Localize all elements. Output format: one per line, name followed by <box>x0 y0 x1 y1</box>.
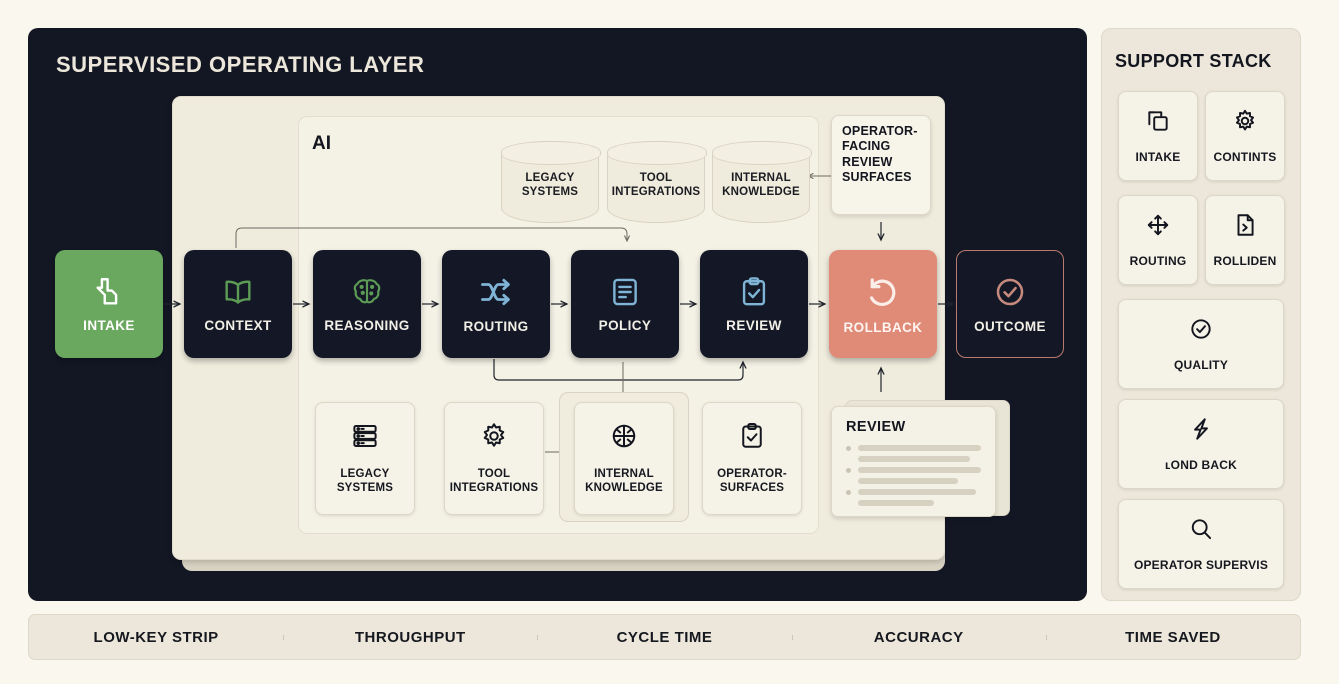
metric-cell-throughput[interactable]: THROUGHPUT <box>283 629 537 646</box>
support-tile-operator-supervis[interactable]: OPERATOR SUPERVIS <box>1118 499 1284 589</box>
review-row-sub <box>858 478 981 484</box>
support-tile-bond-back[interactable]: ʟOND BACK <box>1118 399 1284 489</box>
placeholder-bar <box>858 445 981 451</box>
support-tile-label: ʟOND BACK <box>1165 458 1237 472</box>
placeholder-bar <box>858 500 934 506</box>
support-tile-quality[interactable]: QUALITY <box>1118 299 1284 389</box>
support-stack-title: SUPPORT STACK <box>1115 51 1272 71</box>
globe-icon <box>609 421 639 456</box>
metric-strip: LOW-KEY STRIP THROUGHPUT CYCLE TIME ACCU… <box>28 614 1301 660</box>
shuffle-icon <box>478 274 514 310</box>
brain-icon <box>350 275 384 309</box>
gear-icon <box>479 421 509 456</box>
support-stack-panel: SUPPORT STACK INTAKE CONTINTS <box>1101 28 1301 601</box>
ai-panel-label: AI <box>312 133 331 154</box>
support-tile-label: CONTINTS <box>1213 150 1277 164</box>
page-title: SUPERVISED OPERATING LAYER <box>56 52 425 77</box>
bullet-dot-icon <box>846 445 851 451</box>
placeholder-bar <box>858 467 981 473</box>
copy-icon <box>1145 108 1171 139</box>
node-label: REVIEW <box>726 317 782 333</box>
node-label: REASONING <box>324 317 410 333</box>
metric-cell-low-key-strip[interactable]: LOW-KEY STRIP <box>93 628 219 646</box>
file-code-icon <box>1232 212 1258 243</box>
node-policy[interactable]: POLICY <box>571 250 679 358</box>
review-row <box>846 445 981 451</box>
node-label: INTAKE <box>83 317 135 333</box>
node-outcome[interactable]: OUTCOME <box>956 250 1064 358</box>
metric-cell-accuracy[interactable]: ACCURACY <box>791 629 1046 646</box>
node-routing[interactable]: ROUTING <box>442 250 550 358</box>
inbox-arrow-icon <box>92 275 126 309</box>
source-card-label: OPERATOR-SURFACES <box>717 468 787 494</box>
metric-cell-cycle-time[interactable]: CYCLE TIME <box>537 629 791 646</box>
node-label: POLICY <box>598 317 652 333</box>
review-row <box>846 489 981 495</box>
node-label: ROUTING <box>463 318 529 334</box>
node-context[interactable]: CONTEXT <box>184 250 292 358</box>
node-label: CONTEXT <box>204 317 272 333</box>
placeholder-bar <box>858 456 970 462</box>
review-card-title: REVIEW <box>846 419 906 435</box>
node-label: OUTCOME <box>974 318 1046 334</box>
server-icon <box>350 421 380 456</box>
move-arrows-icon <box>1145 212 1171 243</box>
node-rollback[interactable]: ROLLBACK <box>829 250 937 358</box>
node-intake[interactable]: INTAKE <box>55 250 163 358</box>
support-tile-intake[interactable]: INTAKE <box>1118 91 1198 181</box>
undo-arrow-icon <box>864 273 902 311</box>
review-row <box>846 467 981 473</box>
placeholder-bar <box>858 489 976 495</box>
source-card-operator-surfaces[interactable]: OPERATOR-SURFACES <box>702 402 802 515</box>
clipboard-check-icon <box>737 275 771 309</box>
bullet-dot-icon <box>846 467 851 473</box>
check-circle-icon <box>1188 316 1214 347</box>
support-tile-label: QUALITY <box>1173 358 1229 372</box>
clipboard-check-icon <box>737 421 767 456</box>
search-icon <box>1188 516 1214 547</box>
support-tile-label: ROUTING <box>1129 254 1187 268</box>
node-label: ROLLBACK <box>843 319 923 335</box>
gear-icon <box>1232 108 1258 139</box>
support-tile-routing[interactable]: ROUTING <box>1118 195 1198 285</box>
placeholder-bar <box>858 478 958 484</box>
support-tile-label: ROLLIDEN <box>1213 254 1277 268</box>
metric-cell-time-saved[interactable]: TIME SAVED <box>1045 629 1300 646</box>
review-row-sub <box>858 456 981 462</box>
bolt-icon <box>1188 416 1214 447</box>
bullet-dot-icon <box>846 489 851 495</box>
book-open-icon <box>221 275 255 309</box>
document-text-icon <box>608 275 642 309</box>
check-circle-icon <box>992 274 1028 310</box>
node-review[interactable]: REVIEW <box>700 250 808 358</box>
support-tile-contints[interactable]: CONTINTS <box>1205 91 1285 181</box>
review-row-sub <box>858 500 981 506</box>
node-reasoning[interactable]: REASONING <box>313 250 421 358</box>
support-tile-label: OPERATOR SUPERVIS <box>1133 558 1269 572</box>
review-detail-card[interactable]: REVIEW <box>831 406 996 517</box>
support-tile-rolliden[interactable]: ROLLIDEN <box>1205 195 1285 285</box>
support-tile-label: INTAKE <box>1135 150 1181 164</box>
